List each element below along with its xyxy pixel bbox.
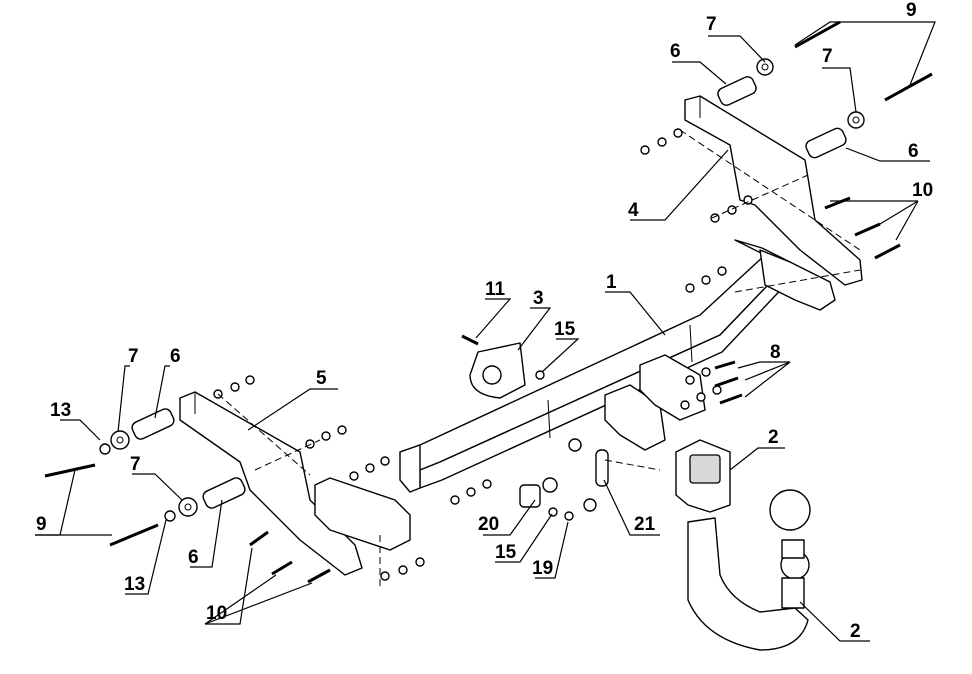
callout-11: 11 [485, 279, 506, 300]
callout-13-top: 13 [50, 400, 71, 421]
leader-lines [35, 21, 936, 642]
left-bracket [314, 477, 411, 551]
callout-10-left: 10 [206, 603, 227, 624]
callout-6-left-lower: 6 [188, 547, 199, 568]
callout-6-top-right: 6 [908, 141, 919, 162]
callout-5: 5 [316, 368, 327, 389]
callout-10-right: 10 [912, 180, 933, 201]
callout-13-bottom: 13 [124, 574, 145, 595]
callout-6-top-left: 6 [670, 41, 681, 62]
washers [99, 58, 865, 522]
callout-2-top: 2 [768, 427, 779, 448]
socket-bracket [469, 342, 526, 399]
callout-15-bottom: 15 [495, 542, 517, 563]
callout-4: 4 [628, 200, 639, 221]
callout-19: 19 [532, 558, 553, 579]
short-bolts [249, 196, 901, 584]
callout-1: 1 [606, 272, 617, 293]
long-bolts [44, 20, 933, 547]
callout-9-left: 9 [36, 514, 47, 535]
callout-7-top-left: 7 [706, 14, 717, 35]
callout-7-left-lower: 7 [130, 454, 141, 475]
tow-ball-assembly [675, 439, 811, 651]
callout-9-top: 9 [906, 0, 917, 21]
assembly-axes [217, 129, 861, 590]
callout-7-left: 7 [128, 346, 139, 367]
callout-6-left: 6 [170, 346, 181, 367]
callout-15-top: 15 [554, 319, 576, 340]
callout-3: 3 [533, 288, 544, 309]
callout-labels: 9 7 6 7 6 4 10 11 3 1 15 8 2 7 6 5 13 7 … [36, 0, 933, 642]
callout-2-bottom: 2 [850, 621, 861, 642]
right-bracket [759, 249, 836, 311]
left-side-plate [179, 391, 363, 576]
fasteners [213, 128, 753, 581]
callout-7-top-right: 7 [822, 46, 833, 67]
callout-21: 21 [634, 514, 656, 535]
callout-20: 20 [478, 514, 499, 535]
spacers [131, 76, 847, 509]
main-beam [399, 239, 791, 493]
callout-8: 8 [770, 342, 781, 363]
